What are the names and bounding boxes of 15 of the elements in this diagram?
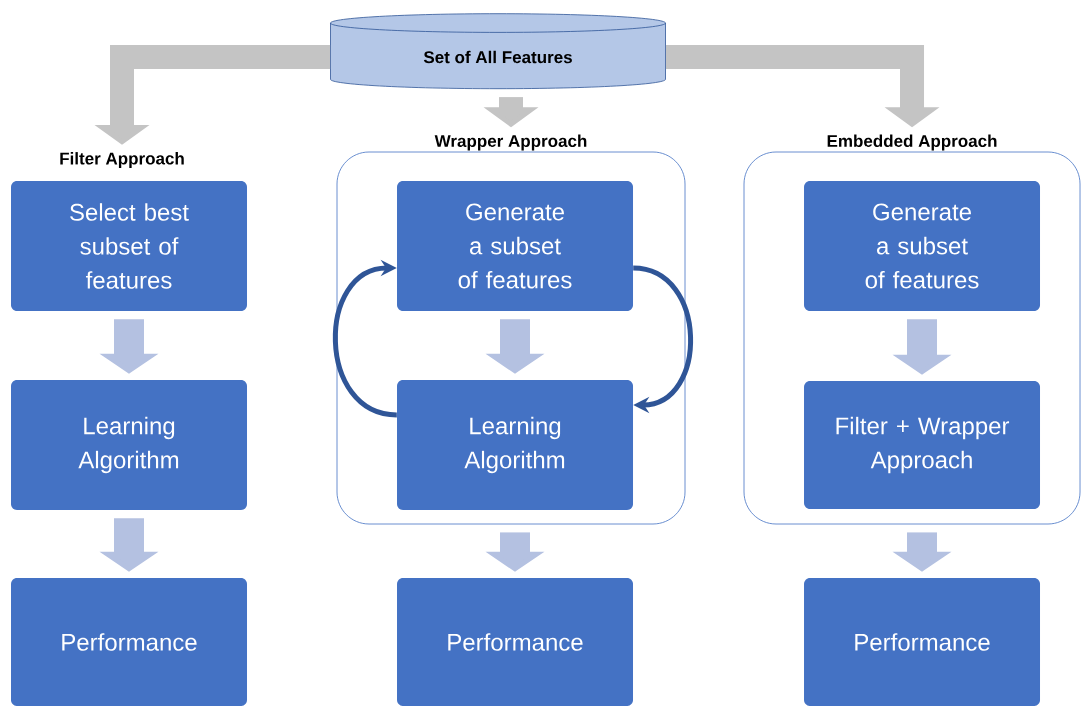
- node-label: Embedded Approach: [827, 134, 997, 151]
- curved-arrow: [632, 265, 693, 414]
- heading-text: Filter Approach: [60, 152, 184, 168]
- database-cylinder: Set of All Features: [330, 13, 666, 90]
- process-box: Filter + Wrapper Approach: [804, 381, 1040, 509]
- node-label: Wrapper Approach: [434, 134, 587, 151]
- process-box: Generate a subset of features: [804, 181, 1040, 311]
- process-box: Generate a subset of features: [397, 181, 633, 311]
- process-box: Performance: [397, 578, 633, 706]
- process-box: Performance: [804, 578, 1040, 706]
- process-box: Learning Algorithm: [11, 380, 247, 510]
- process-box: Learning Algorithm: [397, 380, 633, 510]
- curved-arrow: [332, 259, 398, 418]
- process-box: Performance: [11, 578, 247, 706]
- process-box: Select best subset of features: [11, 181, 247, 311]
